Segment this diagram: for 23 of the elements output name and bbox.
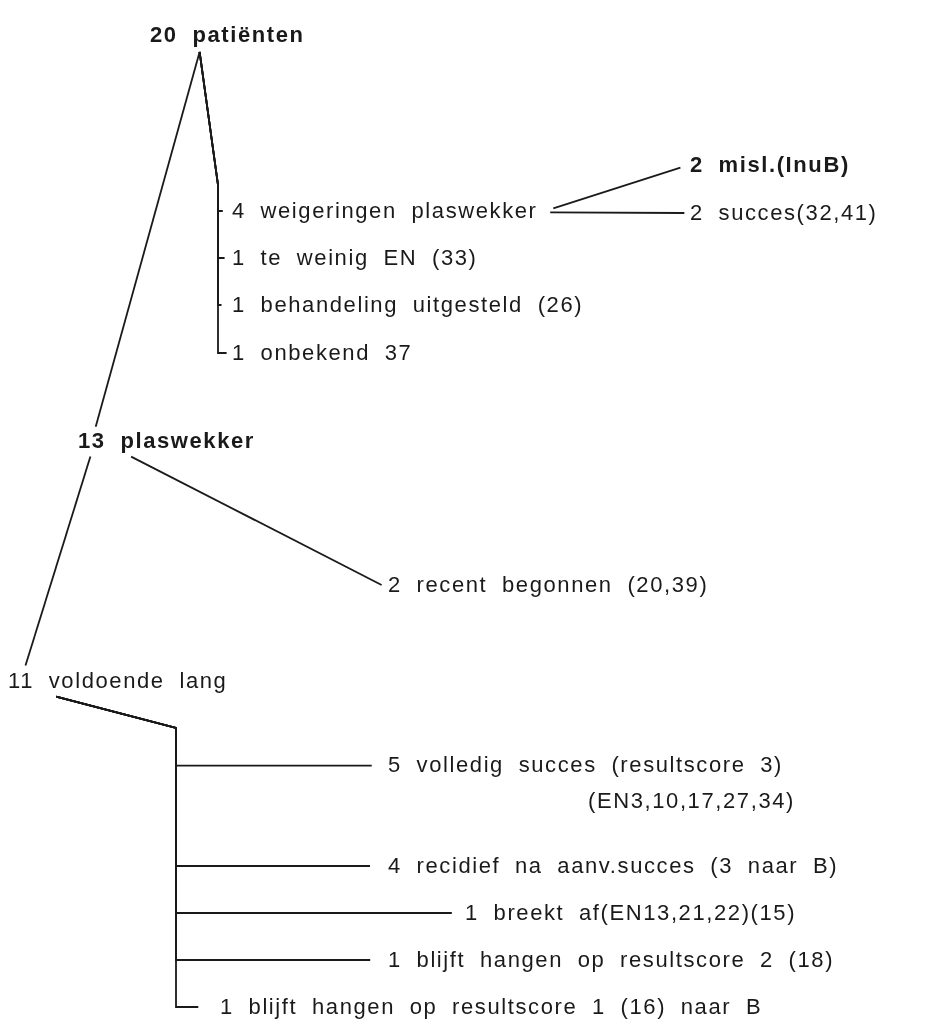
connector-line [94,51,201,428]
node-label: 5 volledig succes (resultscore 3) [388,752,784,778]
node-label: 1 te weinig EN (33) [232,245,478,271]
node-label: (EN3,10,17,27,34) [588,788,795,814]
node-label: 20 patiënten [150,22,305,48]
node-label: 1 blijft hangen op resultscore 2 (18) [388,947,835,973]
connector-line [55,695,200,1008]
node-label: 1 onbekend 37 [232,340,413,366]
connector-line [130,455,383,586]
connector-line [24,455,92,667]
node-label: 2 misl.(InuB) [690,152,850,178]
node-label: 1 blijft hangen op resultscore 1 (16) naar B [220,994,763,1020]
node-label: 2 succes(32,41) [690,200,878,226]
node-label: 4 recidief na aanv.succes (3 naar B) [388,853,839,879]
node-label: 4 weigeringen plaswekker [232,198,538,224]
connector-line [198,51,228,354]
node-label: 1 behandeling uitgesteld (26) [232,292,584,318]
node-label: 2 recent begonnen (20,39) [388,572,709,598]
connector-line [549,211,686,214]
node-label: 13 plaswekker [78,428,256,454]
connector-line [552,166,682,210]
node-label: 1 breekt af(EN13,21,22)(15) [465,900,797,926]
node-label: 11 voldoende lang [8,668,228,694]
